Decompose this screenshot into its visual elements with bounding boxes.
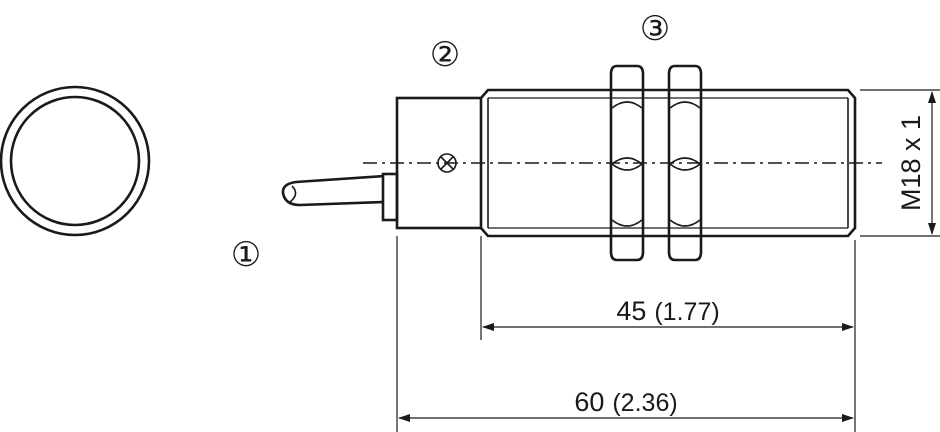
- dimension-thread-diameter: M18 x 1: [860, 89, 940, 237]
- mounting-nuts: [609, 64, 703, 262]
- nut-left: [609, 64, 645, 262]
- cable: [281, 172, 399, 222]
- front-view-outer-ring: [0, 85, 151, 237]
- thread-length-value: 45: [616, 296, 646, 326]
- total-length-value: 60: [574, 387, 604, 417]
- cable-outline: [281, 174, 385, 207]
- total-length-inch: (2.36): [612, 389, 677, 417]
- thread-length-label: 45 (1.77): [616, 296, 719, 326]
- front-view-inner-ring: [9, 95, 141, 227]
- dimension-thread-length: 45 (1.77): [482, 296, 854, 331]
- callout-cable: ①: [231, 235, 261, 275]
- dimension-total-length: 60 (2.36): [398, 387, 854, 422]
- cable-cut-mark: [289, 185, 297, 203]
- thread-spec-label: M18 x 1: [896, 115, 926, 211]
- callout-housing: ②: [430, 35, 460, 75]
- thread-length-inch: (1.77): [654, 298, 719, 326]
- cable-strain-relief: [381, 172, 399, 222]
- nut-right: [667, 64, 703, 262]
- total-length-label: 60 (2.36): [574, 387, 677, 417]
- front-view: [0, 85, 151, 237]
- callout-nuts: ③: [640, 9, 670, 49]
